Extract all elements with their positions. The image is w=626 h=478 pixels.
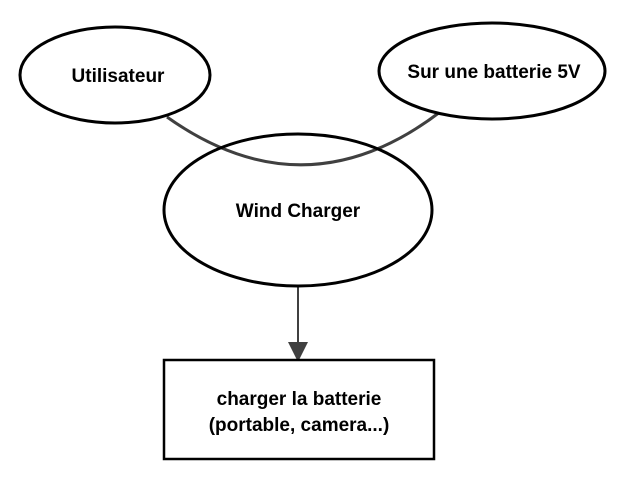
node-charger-label: Wind Charger — [236, 201, 361, 222]
node-charger: Wind Charger — [162, 132, 434, 288]
node-user: Utilisateur — [18, 25, 212, 125]
node-action: charger la batterie (portable, camera...… — [162, 358, 436, 461]
node-charger-shape — [162, 132, 434, 288]
connector-curve — [166, 110, 441, 167]
node-battery-shape — [377, 21, 607, 121]
node-user-shape — [18, 25, 212, 125]
node-user-label: Utilisateur — [72, 66, 166, 87]
node-action-label-line1: charger la batterie — [217, 389, 382, 410]
node-action-label-line2: (portable, camera...) — [209, 415, 390, 436]
node-battery: Sur une batterie 5V — [377, 21, 607, 121]
node-action-shape — [162, 358, 436, 461]
node-battery-label: Sur une batterie 5V — [407, 62, 580, 83]
